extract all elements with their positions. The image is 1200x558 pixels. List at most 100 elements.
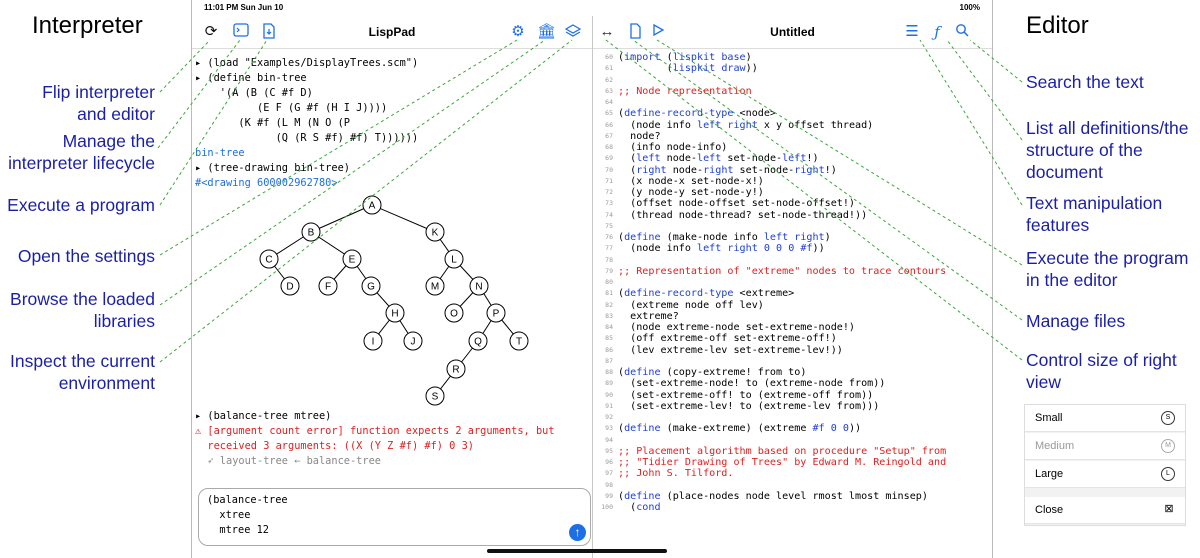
code-text[interactable]: (extreme node off lev) bbox=[618, 299, 764, 311]
code-text[interactable]: (define (copy-extreme! from to) bbox=[618, 367, 807, 378]
editor-line[interactable]: 62 bbox=[593, 75, 946, 86]
input-line[interactable]: xtree bbox=[207, 509, 251, 521]
execute-file-icon[interactable] bbox=[260, 23, 278, 41]
editor-line[interactable]: 65(define-record-type <node> bbox=[593, 108, 946, 119]
editor-line[interactable]: 64 bbox=[593, 97, 946, 108]
code-text[interactable]: (thread node-thread? set-node-thread!)) bbox=[618, 209, 868, 221]
resize-icon[interactable]: ↔ bbox=[599, 23, 615, 40]
code-text[interactable]: (set-extreme-lev! to (extreme-lev from))… bbox=[618, 400, 880, 412]
editor-line[interactable]: 73 (offset node-offset set-node-offset!) bbox=[593, 198, 946, 209]
code-text[interactable]: extreme? bbox=[618, 310, 679, 322]
input-line[interactable]: mtree 12 bbox=[207, 524, 269, 536]
code-text[interactable]: (node info left right 0 0 0 #f)) bbox=[618, 243, 825, 255]
code-text[interactable]: (y node-y set-node-y!) bbox=[618, 187, 764, 198]
code-text[interactable]: (info node-info) bbox=[618, 142, 728, 153]
flip-icon[interactable]: ⟳ bbox=[204, 23, 218, 40]
code-text[interactable]: (right node-right set-node-right!) bbox=[618, 164, 837, 176]
console-input[interactable]: (balance-tree xtree mtree 12 ↑ bbox=[198, 488, 591, 546]
list-icon[interactable]: ☰ bbox=[905, 23, 919, 40]
editor-line[interactable]: 84 (node extreme-node set-extreme-node!) bbox=[593, 322, 946, 333]
code-text[interactable]: (define-record-type <extreme> bbox=[618, 288, 795, 300]
editor-line[interactable]: 71 (x node-x set-node-x!) bbox=[593, 176, 946, 187]
code-text[interactable]: (x node-x set-node-x!) bbox=[618, 175, 764, 187]
editor-line[interactable]: 95;; Placement algorithm based on proced… bbox=[593, 446, 946, 457]
editor-line[interactable]: 90 (set-extreme-off! to (extreme-off fro… bbox=[593, 390, 946, 401]
editor-line[interactable]: 99(define (place-nodes node level rmost … bbox=[593, 491, 946, 502]
search-icon[interactable] bbox=[953, 23, 971, 41]
editor-line[interactable]: 60(import (lispkit base) bbox=[593, 52, 946, 63]
editor-line[interactable]: 70 (right node-right set-node-right!) bbox=[593, 165, 946, 176]
editor-line[interactable]: 97;; John S. Tilford. bbox=[593, 468, 946, 479]
code-text[interactable]: (off extreme-off set-extreme-off!) bbox=[618, 333, 837, 345]
editor-line[interactable]: 74 (thread node-thread? set-node-thread!… bbox=[593, 210, 946, 221]
code-text[interactable]: (lev extreme-lev set-extreme-lev!)) bbox=[618, 344, 843, 356]
editor-line[interactable]: 80 bbox=[593, 277, 946, 288]
editor-line[interactable]: 82 (extreme node off lev) bbox=[593, 300, 946, 311]
editor-line[interactable]: 66 (node info left right x y offset thre… bbox=[593, 120, 946, 131]
editor-line[interactable]: 61 (lispkit draw)) bbox=[593, 63, 946, 74]
editor-line[interactable]: 85 (off extreme-off set-extreme-off!) bbox=[593, 333, 946, 344]
code-text[interactable]: ;; Node representation bbox=[618, 85, 752, 97]
editor-line[interactable]: 79;; Representation of "extreme" nodes t… bbox=[593, 266, 946, 277]
editor-line[interactable]: 83 extreme? bbox=[593, 311, 946, 322]
editor-line[interactable]: 96;; "Tidier Drawing of Trees" by Edward… bbox=[593, 457, 946, 468]
editor-line[interactable]: 94 bbox=[593, 435, 946, 446]
code-text[interactable]: ;; Representation of "extreme" nodes to … bbox=[618, 265, 947, 277]
layers-icon[interactable] bbox=[564, 23, 582, 41]
editor-line[interactable]: 78 bbox=[593, 255, 946, 266]
code-text[interactable]: ;; Placement algorithm based on procedur… bbox=[618, 445, 947, 457]
play-icon[interactable] bbox=[649, 23, 667, 41]
code-text[interactable]: (import (lispkit base) bbox=[618, 52, 752, 63]
editor-line[interactable]: 63;; Node representation bbox=[593, 86, 946, 97]
line-number: 98 bbox=[605, 480, 613, 489]
editor-line[interactable]: 75 bbox=[593, 221, 946, 232]
menu-item-close[interactable]: Close⊠ bbox=[1025, 497, 1185, 524]
code-text[interactable]: (lispkit draw)) bbox=[618, 63, 758, 75]
code-text[interactable]: (define (make-extreme) (extreme #f 0 0)) bbox=[618, 423, 862, 435]
editor-line[interactable]: 93(define (make-extreme) (extreme #f 0 0… bbox=[593, 423, 946, 434]
editor-line[interactable]: 86 (lev extreme-lev set-extreme-lev!)) bbox=[593, 345, 946, 356]
editor-line[interactable]: 100 (cond bbox=[593, 502, 946, 513]
code-editor[interactable]: 60(import (lispkit base)61 (lispkit draw… bbox=[593, 52, 946, 513]
editor-line[interactable]: 92 bbox=[593, 412, 946, 423]
line-number: 91 bbox=[605, 401, 613, 410]
code-text[interactable]: (define (place-nodes node level rmost lm… bbox=[618, 490, 928, 502]
code-text[interactable]: (node extreme-node set-extreme-node!) bbox=[618, 322, 856, 333]
code-text[interactable]: ;; John S. Tilford. bbox=[618, 468, 734, 480]
code-text[interactable]: (define (make-node info left right) bbox=[618, 232, 831, 243]
editor-line[interactable]: 91 (set-extreme-lev! to (extreme-lev fro… bbox=[593, 401, 946, 412]
editor-line[interactable]: 67 node? bbox=[593, 131, 946, 142]
code-text[interactable]: (node info left right x y offset thread) bbox=[618, 119, 874, 131]
code-text[interactable]: (define-record-type <node> bbox=[618, 108, 777, 120]
editor-line[interactable]: 81(define-record-type <extreme> bbox=[593, 288, 946, 299]
console-input-text[interactable]: (balance-tree xtree mtree 12 bbox=[207, 493, 288, 538]
code-text[interactable]: (set-extreme-node! to (extreme-node from… bbox=[618, 378, 886, 390]
code-text[interactable]: (left node-left set-node-left!) bbox=[618, 153, 819, 165]
editor-line[interactable]: 72 (y node-y set-node-y!) bbox=[593, 187, 946, 198]
editor-line[interactable]: 88(define (copy-extreme! from to) bbox=[593, 367, 946, 378]
code-text[interactable]: ;; "Tidier Drawing of Trees" by Edward M… bbox=[618, 457, 947, 468]
svg-text:F: F bbox=[325, 282, 331, 293]
editor-line[interactable]: 68 (info node-info) bbox=[593, 142, 946, 153]
terminal-icon[interactable] bbox=[232, 23, 250, 41]
editor-line[interactable]: 77 (node info left right 0 0 0 #f)) bbox=[593, 243, 946, 254]
code-text[interactable]: node? bbox=[618, 130, 661, 142]
code-text[interactable]: (set-extreme-off! to (extreme-off from)) bbox=[618, 389, 874, 401]
gear-icon[interactable]: ⚙ bbox=[511, 23, 525, 40]
function-icon[interactable]: ƒ bbox=[934, 23, 940, 41]
editor-line[interactable]: 98 bbox=[593, 480, 946, 491]
code-text[interactable]: (offset node-offset set-node-offset!) bbox=[618, 198, 856, 210]
input-line[interactable]: (balance-tree bbox=[207, 494, 288, 506]
editor-line[interactable]: 87 bbox=[593, 356, 946, 367]
editor-line[interactable]: 69 (left node-left set-node-left!) bbox=[593, 153, 946, 164]
split-divider[interactable] bbox=[592, 16, 593, 558]
editor-line[interactable]: 89 (set-extreme-node! to (extreme-node f… bbox=[593, 378, 946, 389]
file-icon[interactable] bbox=[626, 23, 644, 41]
library-icon[interactable]: 🏛 bbox=[537, 23, 557, 40]
send-button[interactable]: ↑ bbox=[569, 524, 586, 541]
code-text[interactable]: (cond bbox=[618, 502, 661, 513]
editor-line[interactable]: 76(define (make-node info left right) bbox=[593, 232, 946, 243]
